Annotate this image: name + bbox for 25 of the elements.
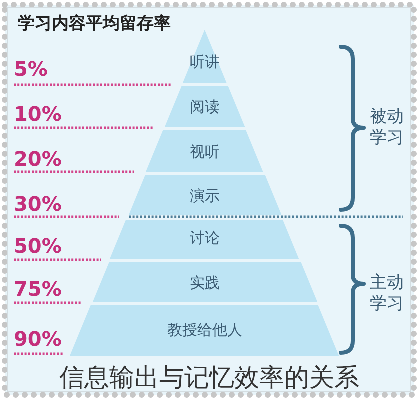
layer-label: 阅读 [190, 100, 220, 115]
pyramid-layer [92, 262, 318, 302]
layer-label: 演示 [190, 189, 220, 204]
percentage-label: 75% [14, 279, 62, 299]
percentage-label: 90% [14, 329, 62, 349]
layer-label: 教授给他人 [167, 323, 242, 338]
pyramid-layer [164, 86, 246, 127]
pyramid-layer [110, 220, 300, 259]
layer-label: 听讲 [190, 55, 220, 70]
layer-label: 实践 [190, 276, 220, 291]
pyramid-layer [128, 175, 282, 215]
caption: 信息输出与记忆效率的关系 [60, 363, 360, 392]
pyramid-layer [146, 130, 264, 172]
percentage-label: 30% [14, 194, 62, 214]
layer-label: 讨论 [190, 231, 220, 246]
pyramid-layer [183, 30, 227, 83]
title: 学习内容平均留存率 [18, 16, 171, 33]
brace-label: 主动学习 [370, 273, 405, 315]
percentage-label: 50% [14, 236, 62, 256]
layer-label: 视听 [190, 145, 220, 160]
brace-label: 被动学习 [370, 107, 405, 149]
percentage-label: 20% [14, 149, 62, 169]
percentage-label: 10% [14, 104, 62, 124]
pyramid-layer [70, 305, 340, 356]
percentage-label: 5% [14, 59, 48, 79]
